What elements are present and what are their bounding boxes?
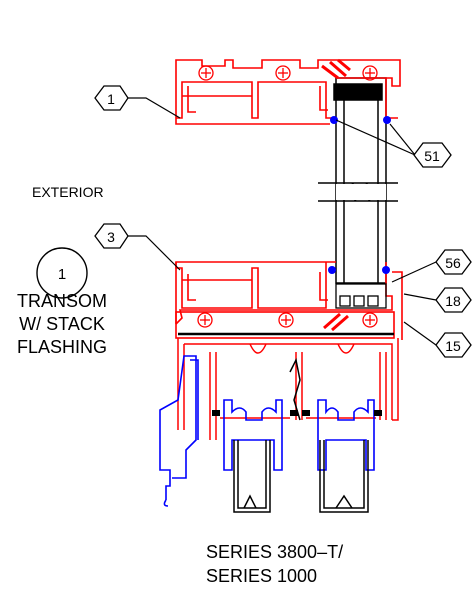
lower-frame-gaskets (212, 410, 382, 416)
detail-title-line2: W/ STACK (19, 314, 105, 334)
transom-subframe (177, 338, 399, 440)
callout-3: 3 (94, 223, 129, 249)
lower-glass-lites (233, 357, 369, 513)
gasket-dots-lower (328, 266, 390, 274)
callout-56: 56 (435, 249, 472, 275)
series-label-line2: SERIES 1000 (206, 566, 317, 586)
callout-51: 51 (413, 142, 452, 168)
svg-text:56: 56 (445, 255, 461, 271)
exterior-label: EXTERIOR (32, 184, 104, 200)
svg-text:1: 1 (107, 91, 115, 107)
leader-lines (126, 97, 437, 346)
setting-block (335, 283, 387, 309)
svg-text:18: 18 (445, 293, 461, 309)
callout-18: 18 (435, 287, 472, 313)
callout-1: 1 (94, 85, 129, 111)
lower-frame-blue (159, 355, 375, 507)
lower-screws (197, 312, 378, 332)
svg-text:51: 51 (424, 148, 440, 164)
glass-break-mask (336, 184, 386, 200)
detail-title-line3: FLASHING (17, 337, 107, 357)
gasket-dots-upper (330, 116, 391, 124)
svg-text:3: 3 (107, 229, 115, 245)
svg-text:15: 15 (445, 338, 461, 354)
callout-15: 15 (435, 332, 472, 358)
detail-marker: 1 (36, 247, 88, 299)
upper-screws (198, 58, 378, 81)
series-label-line1: SERIES 3800–T/ (206, 542, 343, 562)
svg-text:1: 1 (58, 266, 66, 283)
detail-title-line1: TRANSOM (17, 291, 107, 311)
upper-frame-profile (175, 59, 401, 125)
